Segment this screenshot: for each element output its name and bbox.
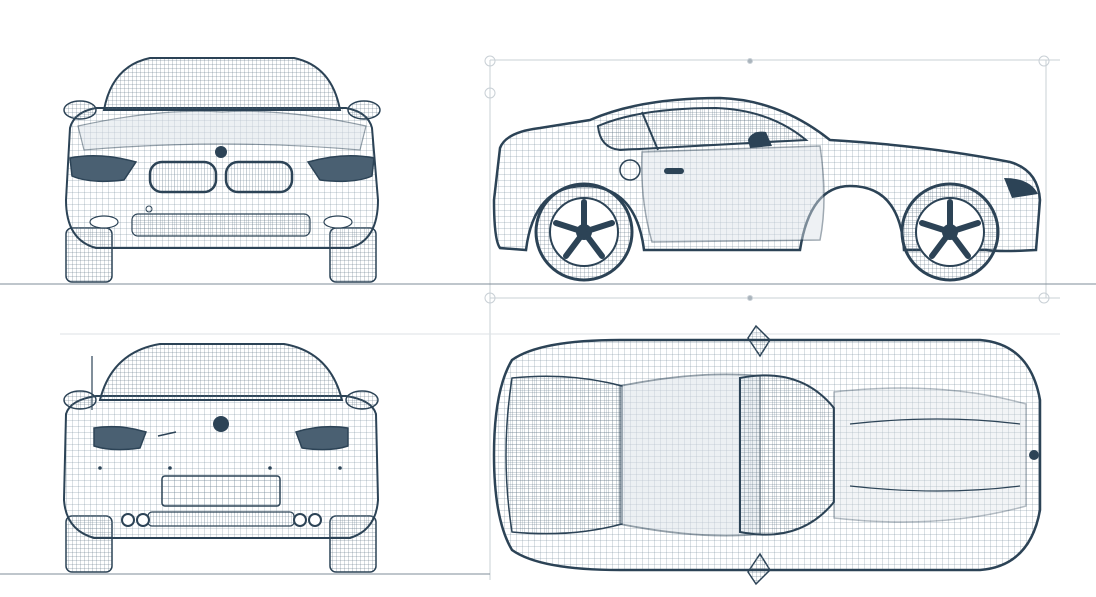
front-view [63,57,381,283]
rear-right-mirror [345,390,379,410]
front-tow-point [145,205,153,213]
rear-window [98,343,344,401]
rear-license-plate [161,475,281,507]
front-right-headlight [306,155,375,183]
front-right-mirror [347,100,381,120]
top-hood [833,387,1027,523]
rear-reflectors [98,466,342,470]
top-hood-crease-lower [849,485,1021,492]
front-left-mirror [63,100,97,120]
top-roundel-emblem [1029,450,1039,460]
front-right-grille [224,160,294,194]
construction-guides [60,55,1060,580]
side-front-wheel [900,182,1000,282]
side-door [640,145,825,243]
side-mirror [748,131,772,148]
rear-model-badge [157,431,177,437]
rear-diffuser [147,511,295,527]
side-door-handle [664,168,684,174]
front-hood [77,110,367,151]
roundel-emblem [215,146,227,158]
front-left-fog-light [89,215,119,229]
side-view [492,96,1042,282]
rear-left-mirror [63,390,97,410]
side-fuel-cap [619,159,641,181]
side-window-pillar [641,111,659,151]
front-windshield [102,57,342,111]
front-right-fog-light [323,215,353,229]
front-left-headlight [69,155,138,183]
top-windshield [739,374,835,536]
rear-view [62,343,380,573]
side-headlight [1004,178,1038,198]
top-view [492,324,1042,586]
front-lower-intake [131,213,311,237]
rear-roundel-emblem [213,416,229,432]
side-rear-wheel [534,182,634,282]
top-hood-crease-upper [849,418,1021,425]
top-rear-deck [505,375,623,535]
front-left-grille [148,160,218,194]
rear-right-tail-light [295,425,349,451]
ground-lines [0,283,1096,575]
rear-left-tail-light [93,425,147,451]
rear-exhaust-pipes [121,513,322,527]
